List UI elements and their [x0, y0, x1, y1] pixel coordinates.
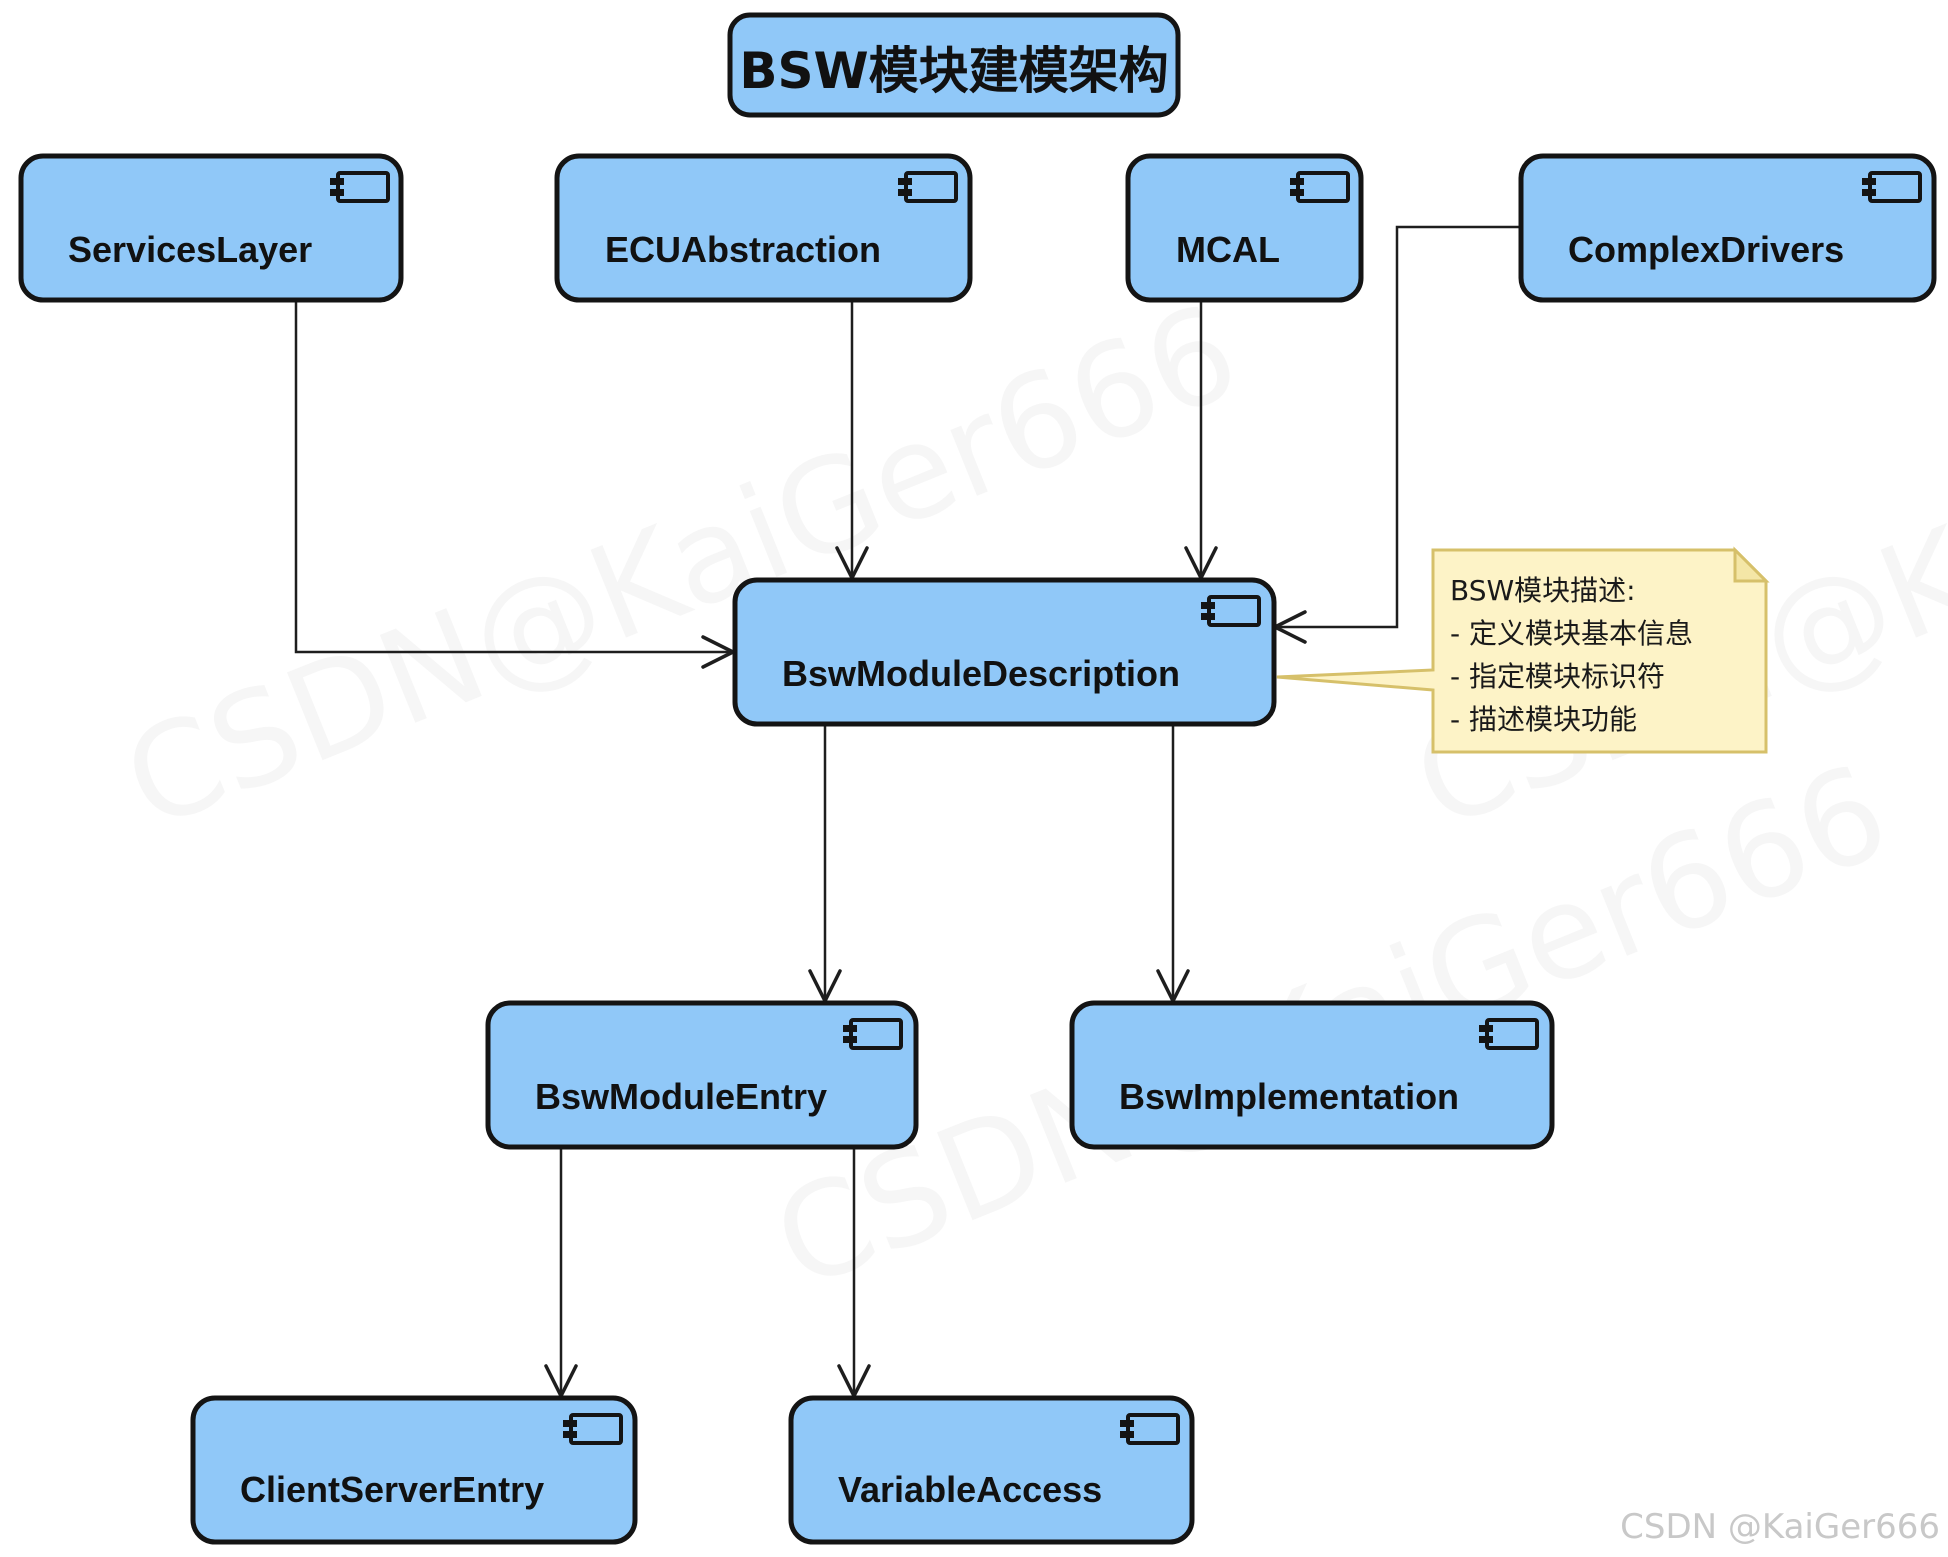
node-label: BswModuleEntry	[535, 1076, 827, 1117]
node-bsw-module-description[interactable]: BswModuleDescription	[732, 577, 1277, 727]
watermark-text: CSDN@KaiGer666	[105, 275, 1258, 859]
edge-complexdrivers-to-bswmoduledescription	[1275, 225, 1519, 629]
note-line: - 描述模块功能	[1450, 703, 1637, 736]
diagram-title: BSW模块建模架构	[727, 12, 1181, 118]
component-icon	[563, 1413, 623, 1445]
node-label: BswImplementation	[1119, 1076, 1459, 1117]
note-line: - 定义模块基本信息	[1450, 617, 1693, 650]
node-label: ClientServerEntry	[240, 1469, 544, 1510]
component-icon	[1290, 171, 1350, 203]
node-complex-drivers[interactable]: ComplexDrivers	[1518, 153, 1937, 303]
node-services-layer[interactable]: ServicesLayer	[18, 153, 404, 303]
note-line: - 指定模块标识符	[1450, 660, 1665, 693]
note-fold	[1733, 546, 1770, 583]
edge-serviceslayer-to-bswmoduledescription	[294, 302, 733, 654]
node-ecu-abstraction[interactable]: ECUAbstraction	[554, 153, 973, 303]
component-icon	[1479, 1018, 1539, 1050]
note-line: BSW模块描述:	[1450, 574, 1636, 607]
node-bsw-module-entry[interactable]: BswModuleEntry	[485, 1000, 919, 1150]
diagram-title-text: BSW模块建模架构	[739, 42, 1168, 100]
component-icon	[1862, 171, 1922, 203]
watermark-layer: CSDN@KaiGer666 CSDN@KaiGer666 CSDN@KaiGe…	[105, 275, 1948, 1319]
node-label: ECUAbstraction	[605, 229, 881, 270]
node-label: ComplexDrivers	[1568, 229, 1844, 270]
node-label: MCAL	[1176, 229, 1280, 270]
node-client-server-entry[interactable]: ClientServerEntry	[190, 1395, 638, 1545]
description-note: BSW模块描述: - 定义模块基本信息 - 指定模块标识符 - 描述模块功能	[1276, 546, 1770, 754]
component-icon	[330, 171, 390, 203]
node-label: VariableAccess	[838, 1469, 1102, 1510]
component-icon	[1201, 595, 1261, 627]
node-bsw-implementation[interactable]: BswImplementation	[1069, 1000, 1555, 1150]
node-variable-access[interactable]: VariableAccess	[788, 1395, 1195, 1545]
node-label: ServicesLayer	[68, 229, 312, 270]
component-icon	[843, 1018, 903, 1050]
node-label: BswModuleDescription	[782, 653, 1180, 694]
node-mcal[interactable]: MCAL	[1125, 153, 1364, 303]
footer-watermark: CSDN @KaiGer666	[1620, 1507, 1940, 1547]
component-icon	[898, 171, 958, 203]
component-icon	[1120, 1413, 1180, 1445]
